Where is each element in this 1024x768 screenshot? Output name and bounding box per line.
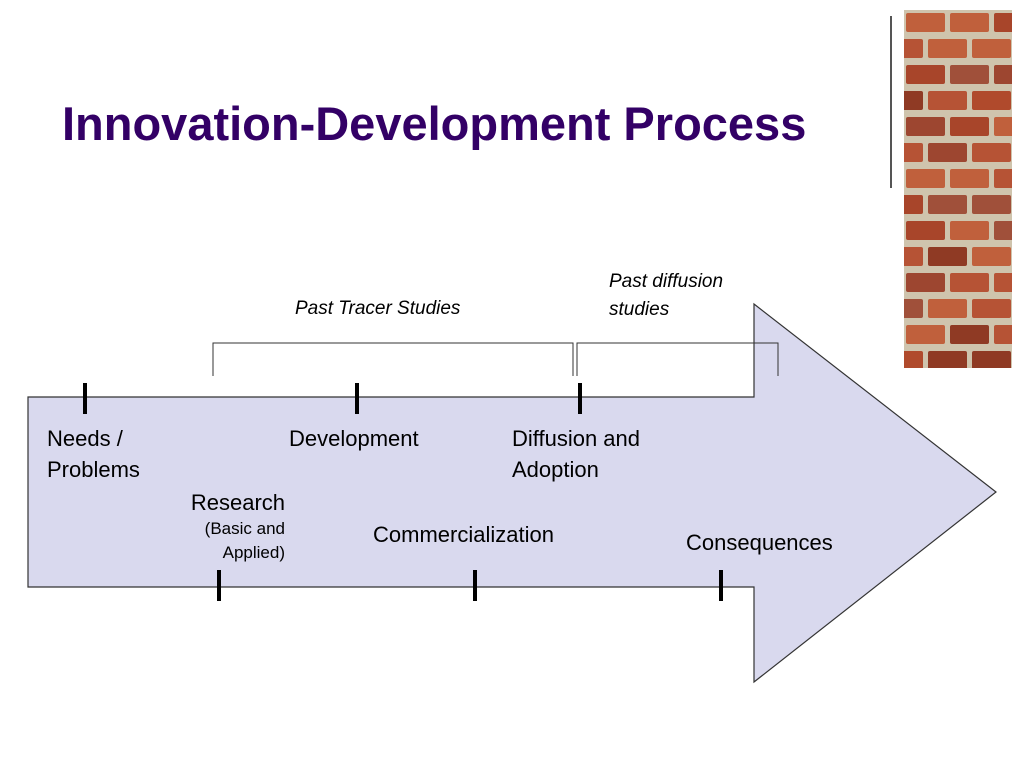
brick-wall-image [904,10,1012,368]
past-diffusion-bracket [576,342,779,376]
tick-research [217,570,221,601]
stage-research-sub-line1: (Basic and [204,519,285,538]
stage-commercialization: Commercialization [373,522,554,547]
slide-title: Innovation-Development Process [62,97,807,150]
tick-commercialization [473,570,477,601]
stage-research: Research [190,490,285,515]
stage-consequences: Consequences [686,530,833,555]
stage-research-sub-line2: Applied) [222,543,285,562]
tick-diffusion [578,383,582,414]
stage-needs-line2: Problems [47,457,140,482]
tick-consequences [719,570,723,601]
stage-diffusion-line1: Diffusion and [512,426,641,451]
process-arrow [27,302,997,684]
stage-needs-line1: Needs / [47,426,123,451]
title-divider-line [890,16,892,188]
past-diffusion-studies-label-line2: studies [609,299,670,320]
past-tracer-bracket [212,342,574,376]
tick-development [355,383,359,414]
stage-diffusion-line2: Adoption [512,457,599,482]
stage-development: Development [289,426,419,451]
past-tracer-studies-label: Past Tracer Studies [295,298,461,319]
tick-needs [83,383,87,414]
past-diffusion-studies-label-line1: Past diffusion [609,271,724,292]
